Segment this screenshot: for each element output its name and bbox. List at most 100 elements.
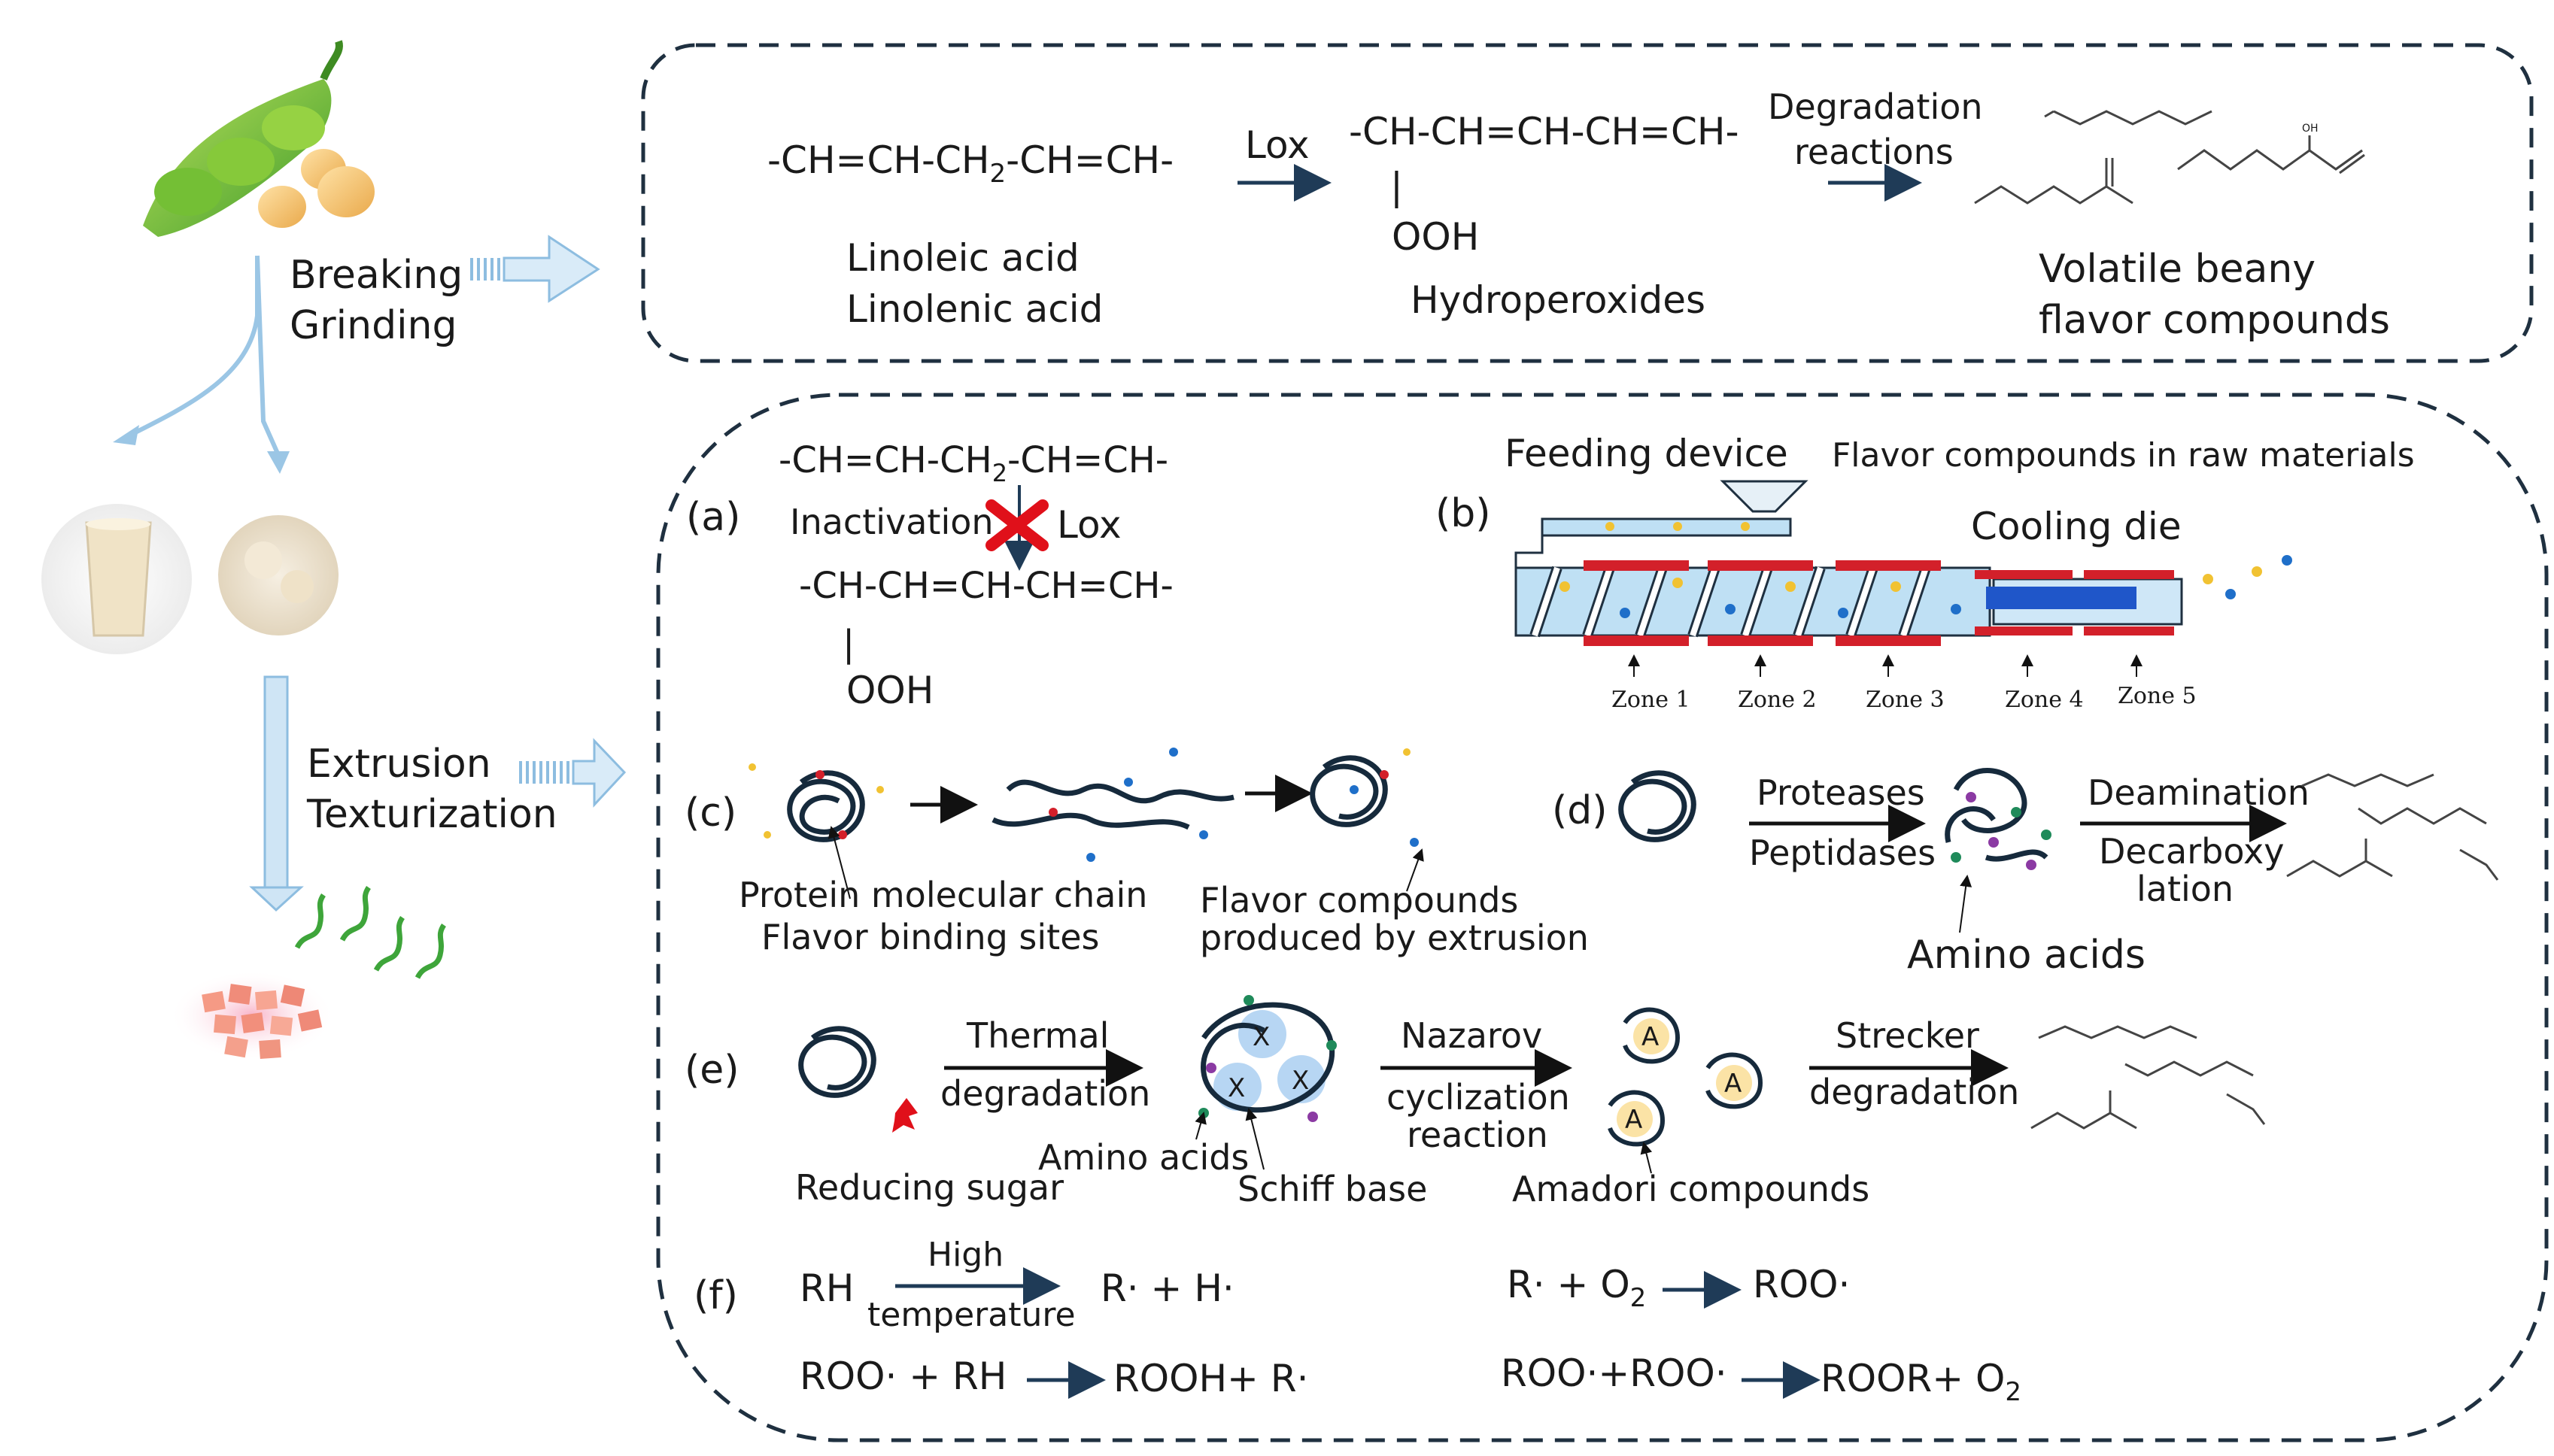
amadori-a-1: A <box>1641 1022 1659 1052</box>
breaking-label: Breaking <box>290 253 463 298</box>
degradation-label: Degradation <box>1768 86 1983 127</box>
schiff-x-3: X <box>1292 1066 1309 1096</box>
panel-a-fatty-formula: -CH=CH-CH2-CH=CH- <box>779 439 1168 487</box>
amadori-a-3: A <box>1625 1105 1642 1135</box>
panel-c-label: (c) <box>685 790 736 836</box>
volatile-structures-d <box>2286 773 2499 881</box>
protein-degraded-d <box>1945 768 2048 862</box>
thermal-label: Thermal <box>966 1015 1109 1056</box>
panel-e-label: (e) <box>685 1048 739 1093</box>
panel-a-bar: | <box>843 623 855 665</box>
protein-folded-1 <box>787 770 865 842</box>
zone-4-label: Zone 4 <box>2005 687 2084 713</box>
reducing-sugar-icon <box>892 1098 918 1133</box>
volatile-structures-e <box>2030 1025 2266 1130</box>
nazarov-label: Nazarov <box>1401 1015 1542 1056</box>
reaction-label: reaction <box>1407 1115 1548 1155</box>
rooh-label: ROOH+ R· <box>1113 1357 1308 1400</box>
amino-acids-e-label: Amino acids <box>1038 1137 1249 1178</box>
inactivation-label: Inactivation <box>790 502 994 542</box>
strecker-label: Strecker <box>1836 1015 1979 1056</box>
degradation-e-label: degradation <box>940 1073 1150 1114</box>
grinding-label: Grinding <box>290 303 457 348</box>
protein-unfolded <box>992 779 1234 830</box>
pointer-flavor <box>1406 848 1424 892</box>
soybean-pod-image <box>143 40 375 237</box>
roo-label: ROO· <box>1753 1263 1850 1306</box>
protein-chain-label: Protein molecular chain <box>739 875 1147 915</box>
zone-3-label: Zone 3 <box>1866 687 1945 713</box>
top-hydro-bar: | <box>1390 165 1403 208</box>
strecker-degradation-label: degradation <box>1809 1072 2019 1112</box>
panel-f-label: (f) <box>694 1273 738 1318</box>
amino-acids-d-label: Amino acids <box>1907 933 2146 978</box>
texturization-label: Texturization <box>306 792 557 837</box>
schiff-base-cluster <box>1198 995 1337 1122</box>
top-reaction-box <box>641 43 2534 363</box>
schiff-base-label: Schiff base <box>1238 1169 1427 1209</box>
panel-b-label: (b) <box>1435 491 1491 536</box>
protein-folded-d <box>1618 770 1696 842</box>
roo-plus-rh-label: ROO· + RH <box>800 1354 1007 1398</box>
flavor-raw-label: Flavor compounds in raw materials <box>1832 436 2415 475</box>
panel-d-label: (d) <box>1552 788 1608 833</box>
amadori-label: Amadori compounds <box>1512 1169 1869 1209</box>
volatile-label-2: flavor compounds <box>2039 298 2390 343</box>
inhibition-x-icon <box>985 499 1049 551</box>
zone-1-label: Zone 1 <box>1611 687 1690 713</box>
roo-plus-roo-label: ROO·+ROO· <box>1501 1351 1727 1395</box>
panel-a-hydro-formula: -CH-CH=CH-CH=CH- <box>799 565 1174 607</box>
zone-5-label: Zone 5 <box>2118 683 2197 709</box>
oh-label: OH <box>2302 123 2319 135</box>
cooling-die-label: Cooling die <box>1971 505 2182 548</box>
protein-folded-2 <box>1310 755 1388 827</box>
top-ooh-label: OOH <box>1392 215 1479 259</box>
panel-a-label: (a) <box>686 495 740 540</box>
flavor-compounds-label: Flavor compounds <box>1200 880 1518 921</box>
r-plus-h-label: R· + H· <box>1101 1266 1234 1310</box>
top-fatty-formula: -CH=CH-CH2-CH=CH- <box>767 138 1174 189</box>
amadori-a-2: A <box>1724 1069 1742 1099</box>
striped-arrow-top <box>470 235 600 303</box>
zone-2-label: Zone 2 <box>1738 687 1817 713</box>
pointer-protein <box>828 826 851 899</box>
flavor-dots-c <box>749 748 1419 862</box>
produced-extrusion-label: produced by extrusion <box>1200 918 1589 958</box>
roor-label: ROOR+ O2 <box>1821 1357 2021 1407</box>
flavor-binding-label: Flavor binding sites <box>761 917 1099 957</box>
schiff-x-1: X <box>1253 1022 1270 1052</box>
top-hydro-formula: -CH-CH=CH-CH=CH- <box>1349 110 1739 153</box>
proteases-label: Proteases <box>1757 772 1925 813</box>
panel-a-ooh: OOH <box>846 669 934 712</box>
hydroperoxides-label: Hydroperoxides <box>1411 278 1705 322</box>
rh-label: RH <box>800 1266 854 1310</box>
soy-flour-image <box>218 515 339 635</box>
volatile-structures-top <box>1974 110 2365 205</box>
amadori-cluster <box>1608 1007 1763 1147</box>
amino-dots-d <box>1951 792 2051 870</box>
reducing-sugar-label: Reducing sugar <box>795 1167 1064 1208</box>
temperature-label: temperature <box>867 1296 1076 1334</box>
peptidases-label: Peptidases <box>1749 833 1936 873</box>
high-label: High <box>928 1236 1004 1274</box>
extrusion-label: Extrusion <box>307 742 491 787</box>
striped-arrow-mid <box>519 738 627 808</box>
soy-milk-image <box>41 504 192 654</box>
left-flow-arrows <box>113 255 304 912</box>
linoleic-acid-label: Linoleic acid <box>846 236 1080 280</box>
decarboxy-label: Decarboxy <box>2099 831 2285 872</box>
cyclization-label: cyclization <box>1386 1077 1570 1118</box>
feeding-device-label: Feeding device <box>1505 432 1788 475</box>
pointer-amino-e <box>1195 1112 1207 1140</box>
mechanism-box <box>656 393 2549 1442</box>
r-plus-o2-label: R· + O2 <box>1507 1263 1646 1313</box>
textured-protein-image <box>169 886 447 1060</box>
lox-label: Lox <box>1245 123 1310 167</box>
zone-ticks <box>1628 654 2143 677</box>
lation-label: lation <box>2136 869 2234 909</box>
pointer-schiff <box>1245 1108 1265 1170</box>
pointer-amino-d <box>1959 875 1972 933</box>
deamination-label: Deamination <box>2088 772 2310 813</box>
volatile-label-1: Volatile beany <box>2039 247 2316 292</box>
